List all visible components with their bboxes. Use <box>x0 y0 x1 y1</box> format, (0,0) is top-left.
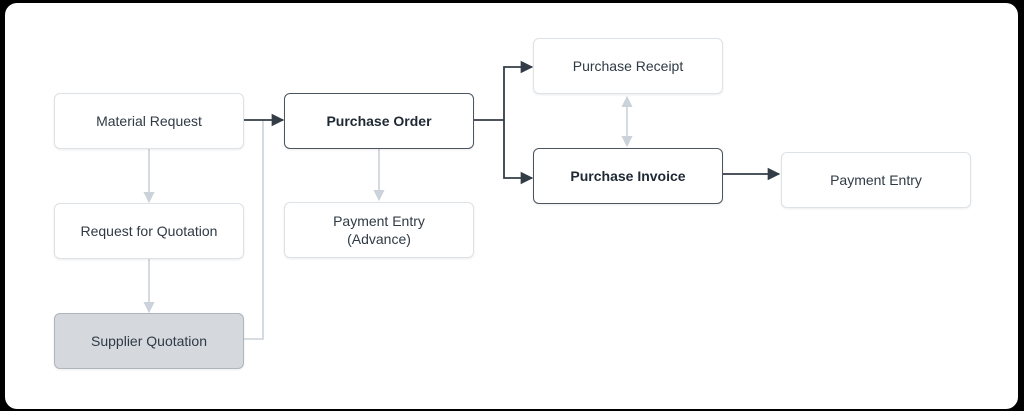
edge-supplier-quotation-to-purchase-order <box>244 120 264 340</box>
node-request-for-quotation[interactable]: Request for Quotation <box>54 203 244 259</box>
node-material-request[interactable]: Material Request <box>54 93 244 149</box>
edge-purchase-order-to-purchase-invoice <box>503 120 534 185</box>
node-request-for-quotation-label: Request for Quotation <box>80 223 218 239</box>
node-payment-entry-advance-sublabel: (Advance) <box>347 231 411 247</box>
node-purchase-order-label: Purchase Order <box>326 113 432 129</box>
node-purchase-invoice-label: Purchase Invoice <box>570 168 686 184</box>
edge-layer <box>143 60 781 340</box>
node-purchase-receipt[interactable]: Purchase Receipt <box>533 38 723 94</box>
edge-purchase-order-to-purchase-receipt <box>503 60 534 120</box>
node-purchase-receipt-label: Purchase Receipt <box>572 58 684 74</box>
node-payment-entry-advance-label: Payment Entry <box>333 213 425 229</box>
node-material-request-label: Material Request <box>96 113 202 129</box>
node-supplier-quotation[interactable]: Supplier Quotation <box>54 313 244 369</box>
node-purchase-order[interactable]: Purchase Order <box>284 93 474 149</box>
node-supplier-quotation-label: Supplier Quotation <box>91 333 207 349</box>
node-payment-entry-advance[interactable]: Payment Entry (Advance) <box>284 202 474 258</box>
node-purchase-invoice[interactable]: Purchase Invoice <box>533 148 723 204</box>
diagram-canvas: Material Request Request for Quotation S… <box>5 3 1018 409</box>
node-payment-entry-label: Payment Entry <box>830 172 922 188</box>
node-payment-entry[interactable]: Payment Entry <box>781 152 971 208</box>
